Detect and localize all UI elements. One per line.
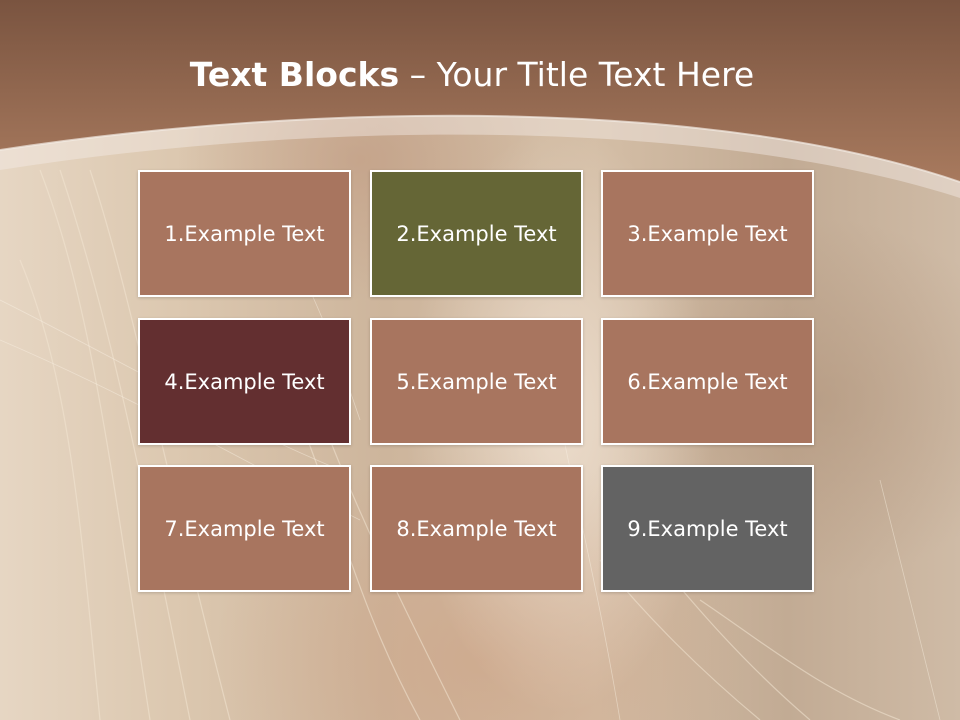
text-block-label: 7.Example Text <box>164 516 325 541</box>
text-block-grid: 1.Example Text 2.Example Text 3.Example … <box>138 170 816 594</box>
text-block-label: 3.Example Text <box>627 221 788 246</box>
title-strong: Text Blocks <box>189 55 400 94</box>
text-block-7[interactable]: 7.Example Text <box>138 465 351 592</box>
text-block-8[interactable]: 8.Example Text <box>370 465 583 592</box>
text-block-9[interactable]: 9.Example Text <box>601 465 814 592</box>
text-block-label: 2.Example Text <box>396 221 557 246</box>
header-band <box>0 0 960 198</box>
text-block-label: 9.Example Text <box>627 516 788 541</box>
text-block-5[interactable]: 5.Example Text <box>370 318 583 445</box>
text-block-2[interactable]: 2.Example Text <box>370 170 583 297</box>
text-block-label: 1.Example Text <box>164 221 325 246</box>
text-block-4[interactable]: 4.Example Text <box>138 318 351 445</box>
text-block-label: 8.Example Text <box>396 516 557 541</box>
title-dash: – <box>409 55 427 94</box>
text-block-label: 5.Example Text <box>396 369 557 394</box>
text-block-6[interactable]: 6.Example Text <box>601 318 814 445</box>
text-block-3[interactable]: 3.Example Text <box>601 170 814 297</box>
text-block-label: 6.Example Text <box>627 369 788 394</box>
title-rest: Your Title Text Here <box>436 55 755 94</box>
text-block-1[interactable]: 1.Example Text <box>138 170 351 297</box>
slide-title: Text Blocks – Your Title Text Here <box>0 52 944 98</box>
text-block-label: 4.Example Text <box>164 369 325 394</box>
